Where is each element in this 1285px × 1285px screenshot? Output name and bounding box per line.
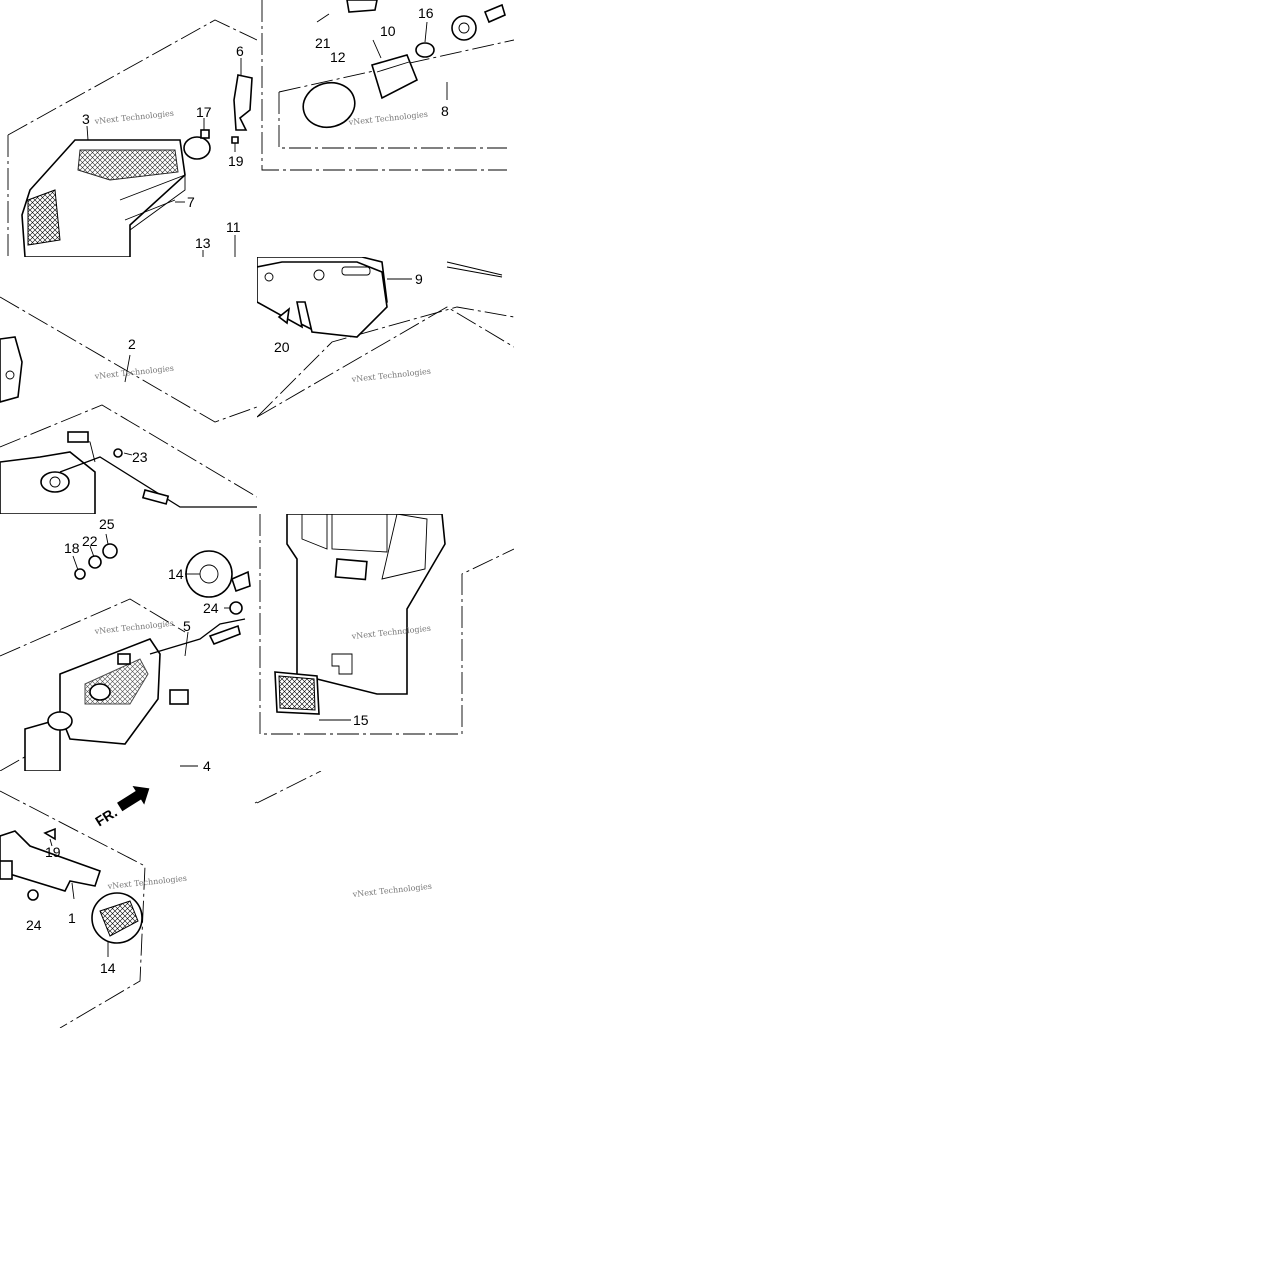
front-direction-arrow: FR. <box>92 785 150 830</box>
watermark: vNext Technologies <box>93 109 174 126</box>
rear-fender-drawing: 15 vNext Technologies <box>259 514 514 735</box>
turn-signal-drawing: 21 12 10 16 8 vNext Technologies <box>261 0 514 171</box>
callout-4: 4 <box>203 758 211 771</box>
watermark: vNext Technologies <box>350 367 431 384</box>
tail-light-drawing: 3 17 19 6 7 11 13 vNext Technologies <box>7 19 257 257</box>
callout-3: 3 <box>82 111 90 127</box>
reflector-assembly-drawing: 25 22 18 14 24 5 4 vNext Technologies <box>0 516 251 771</box>
callout-15: 15 <box>353 712 369 728</box>
tile-bracket-wiring: 2 23 vNext Technologies <box>0 257 257 514</box>
callout-22: 22 <box>82 533 98 549</box>
callout-24: 24 <box>26 917 42 933</box>
watermark: vNext Technologies <box>93 364 174 381</box>
front-bracket-drawing: FR. 19 24 1 14 vNext Technologies <box>0 785 257 1028</box>
tile-rear-fender: 15 vNext Technologies <box>257 514 514 771</box>
callout-25: 25 <box>99 516 115 532</box>
tile-tail-light: 3 17 19 6 7 11 13 vNext Technologies <box>0 0 257 257</box>
watermark: vNext Technologies <box>347 110 428 127</box>
plate-holder-drawing: 9 20 vNext Technologies <box>257 257 514 418</box>
tile-plate-holder: 9 20 vNext Technologies <box>257 257 514 514</box>
watermark: vNext Technologies <box>106 874 187 891</box>
watermark: vNext Technologies <box>93 619 174 636</box>
tile-reflector-assembly: 25 22 18 14 24 5 4 vNext Technologies <box>0 514 257 771</box>
callout-19: 19 <box>45 844 61 860</box>
callout-1: 1 <box>68 910 76 926</box>
callout-6: 6 <box>236 43 244 59</box>
callout-2: 2 <box>128 336 136 352</box>
callout-14: 14 <box>168 566 184 582</box>
callout-19: 19 <box>228 153 244 169</box>
tile-blank: vNext Technologies <box>257 771 514 1028</box>
bracket-wiring-drawing: 2 23 vNext Technologies <box>0 296 257 514</box>
blank-drawing: vNext Technologies <box>257 771 432 899</box>
callout-20: 20 <box>274 339 290 355</box>
callout-14: 14 <box>100 960 116 976</box>
callout-10: 10 <box>380 23 396 39</box>
callout-24: 24 <box>203 600 219 616</box>
callout-18: 18 <box>64 540 80 556</box>
callout-5: 5 <box>183 618 191 634</box>
callout-16: 16 <box>418 5 434 21</box>
direction-label: FR. <box>92 804 120 830</box>
callout-23: 23 <box>132 449 148 465</box>
callout-11: 11 <box>226 219 241 235</box>
callout-17: 17 <box>196 104 212 120</box>
callout-7: 7 <box>187 194 195 210</box>
callout-21: 21 <box>315 35 331 51</box>
callout-8: 8 <box>441 103 449 119</box>
tile-front-bracket: FR. 19 24 1 14 vNext Technologies <box>0 771 257 1028</box>
callout-13: 13 <box>195 235 211 251</box>
tile-turn-signal: 21 12 10 16 8 vNext Technologies <box>257 0 514 257</box>
watermark: vNext Technologies <box>351 882 432 899</box>
callout-9: 9 <box>415 271 423 287</box>
callout-12: 12 <box>330 49 346 65</box>
